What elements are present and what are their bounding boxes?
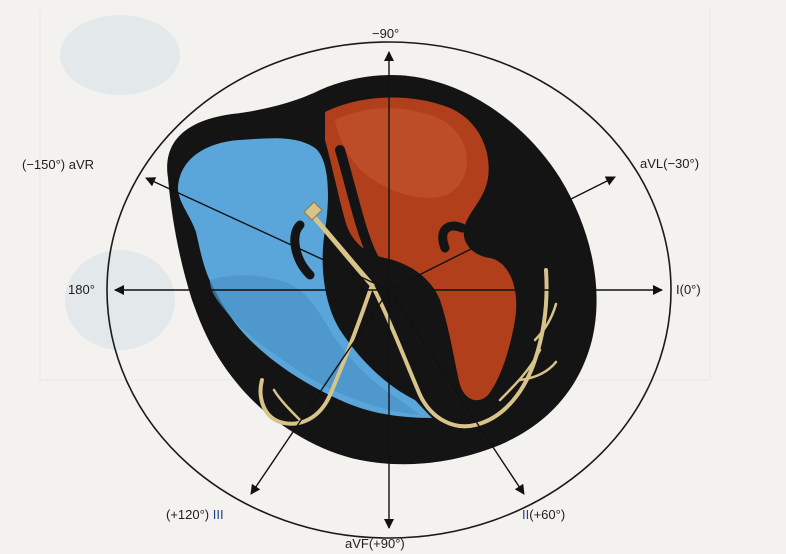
label-minus90: −90° bbox=[372, 26, 399, 41]
label-lead-iii: (+120°) III bbox=[166, 507, 224, 522]
label-avf: aVF(+90°) bbox=[345, 536, 405, 551]
label-lead-iii-angle: (+120°) bbox=[166, 507, 209, 522]
label-lead-i: I(0°) bbox=[676, 282, 701, 297]
label-avl: aVL(−30°) bbox=[640, 156, 699, 171]
heart-illustration bbox=[167, 75, 596, 464]
label-lead-iii-name: III bbox=[213, 507, 224, 522]
label-lead-ii-angle: (+60°) bbox=[529, 507, 565, 522]
label-lead-ii: II(+60°) bbox=[522, 507, 565, 522]
label-180: 180° bbox=[68, 282, 95, 297]
label-avr: (−150°) aVR bbox=[22, 157, 94, 172]
axis-lines bbox=[115, 52, 662, 528]
